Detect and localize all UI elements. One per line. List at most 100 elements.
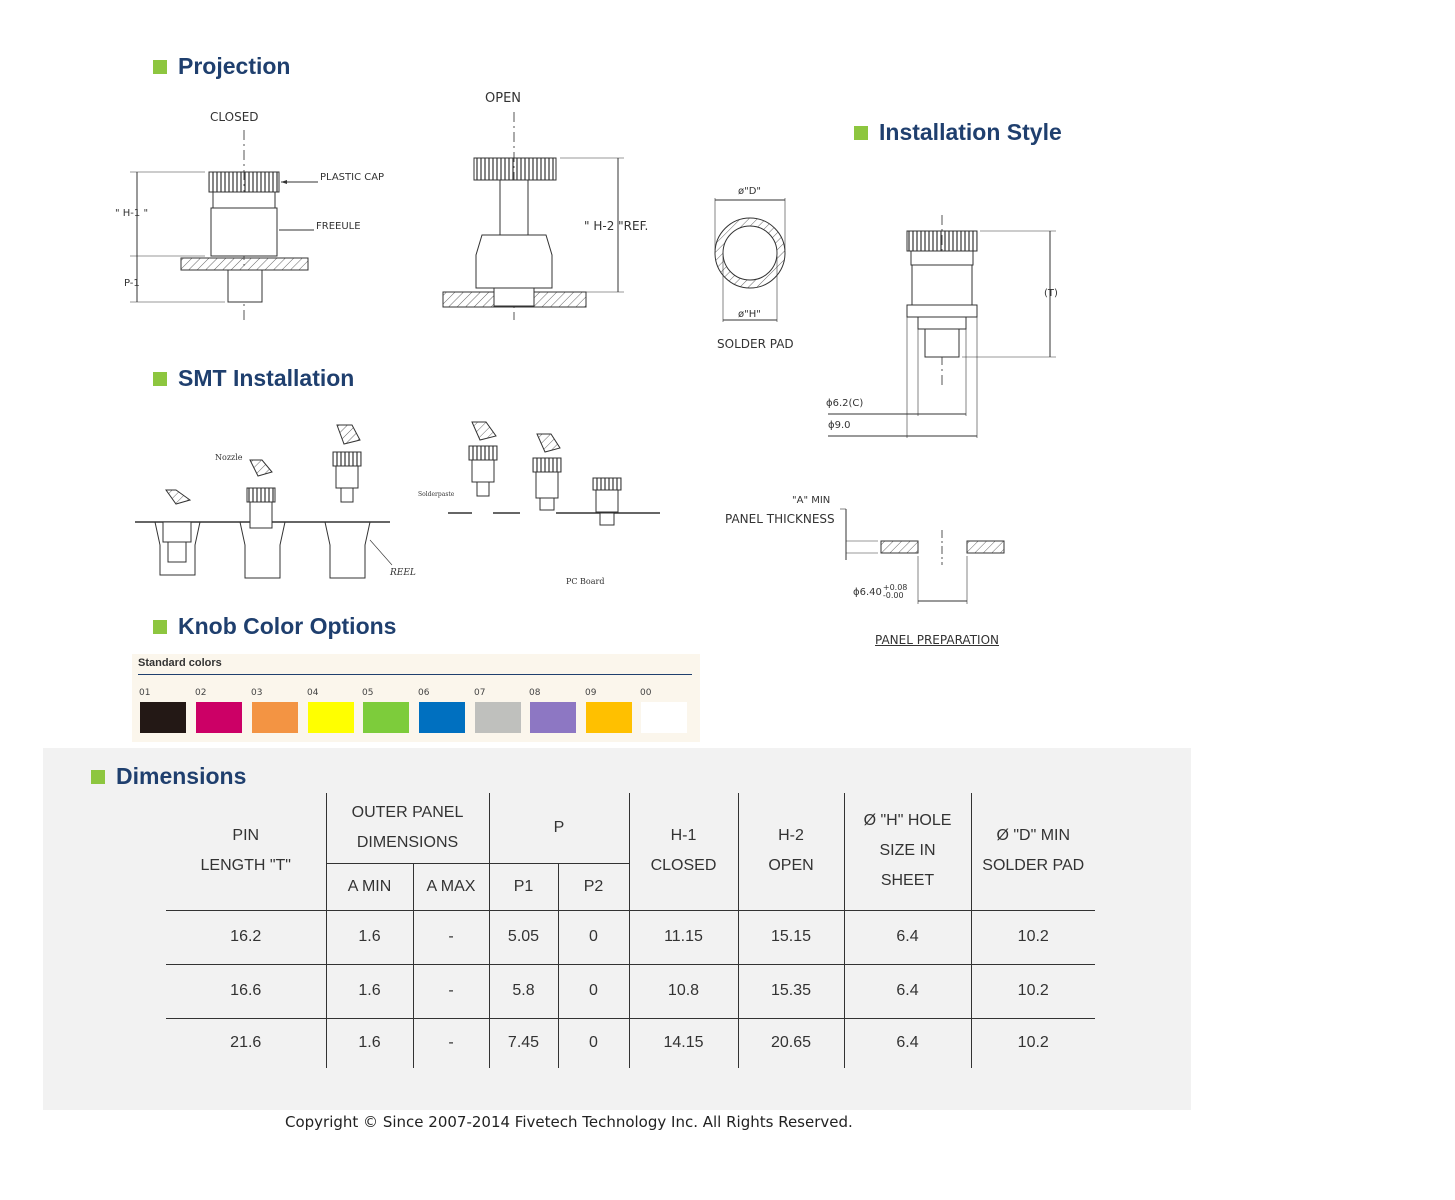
cell-a-max: - [413, 964, 490, 1019]
color-panel: Standard colors 01 02 03 04 05 06 07 08 … [132, 654, 700, 742]
knob-color-options-title-text: Knob Color Options [178, 613, 397, 639]
h1-label: " H-1 " [115, 208, 149, 219]
color-swatch [140, 702, 186, 733]
installation-style-title: Installation Style [854, 119, 1062, 146]
table-row: 16.6 1.6 - 5.8 0 10.8 15.35 6.4 10.2 [166, 964, 1095, 1019]
bullet-square-icon [91, 769, 105, 784]
color-swatch [530, 702, 576, 733]
cell-h1: 14.15 [629, 1018, 739, 1068]
installation-style-title-text: Installation Style [879, 119, 1062, 145]
header-a-max: A MAX [413, 863, 490, 911]
t-label: (T) [1044, 288, 1058, 299]
color-swatch [641, 702, 687, 733]
panel-preparation-drawing [840, 508, 1005, 604]
color-panel-rule [138, 674, 692, 675]
cell-p1: 5.05 [489, 910, 559, 965]
cell-p2: 0 [558, 1018, 630, 1068]
h2-ref-label: " H-2 "REF. [584, 219, 649, 233]
header-outer-panel: OUTER PANEL DIMENSIONS [326, 793, 490, 864]
header-p1: P1 [489, 863, 559, 911]
cell-a-min: 1.6 [326, 964, 414, 1019]
table-row: 21.6 1.6 - 7.45 0 14.15 20.65 6.4 10.2 [166, 1018, 1095, 1068]
swatch-number: 03 [251, 688, 263, 698]
a-min-label: "A" MIN [792, 495, 831, 506]
pc-board-label: PC Board [566, 577, 605, 586]
header-hole-line2: SIZE IN [879, 842, 936, 860]
swatch-number: 00 [640, 688, 652, 698]
color-swatch [196, 702, 242, 733]
h-dia-label: ø"H" [738, 309, 761, 320]
header-h2-line2: OPEN [768, 857, 814, 875]
header-p: P [489, 793, 630, 864]
cell-pin-length: 16.6 [166, 964, 327, 1019]
cell-h1: 10.8 [629, 964, 739, 1019]
swatch-number: 04 [307, 688, 319, 698]
swatch-number: 08 [529, 688, 541, 698]
cell-solder-pad: 10.2 [971, 964, 1095, 1019]
nozzle-label: Nozzle [215, 453, 243, 462]
panel-preparation-label: PANEL PREPARATION [875, 633, 999, 647]
tol-plus: +0.08 [882, 583, 908, 592]
open-view-drawing [442, 112, 624, 320]
panel-thickness-label: PANEL THICKNESS [725, 512, 835, 526]
swatch-number: 07 [474, 688, 486, 698]
color-swatch [308, 702, 354, 733]
cell-p2: 0 [558, 964, 630, 1019]
smt-installation-title: SMT Installation [153, 365, 354, 392]
header-h1-line1: H-1 [670, 827, 697, 845]
color-swatch [252, 702, 298, 733]
swatch-number: 02 [195, 688, 207, 698]
table-row: 16.2 1.6 - 5.05 0 11.15 15.15 6.4 10.2 [166, 910, 1095, 965]
header-h2-line1: H-2 [778, 827, 804, 845]
closed-label: CLOSED [210, 110, 259, 124]
color-swatch [419, 702, 465, 733]
cell-pin-length: 16.2 [166, 910, 327, 965]
tol-minus: -0.00 [882, 591, 904, 600]
cell-p2: 0 [558, 910, 630, 965]
smt-reel-drawing [135, 424, 393, 579]
projection-title: Projection [153, 53, 290, 80]
bullet-square-icon [854, 125, 868, 140]
cell-solder-pad: 10.2 [971, 910, 1095, 965]
cell-hole-size: 6.4 [844, 964, 972, 1019]
installed-fastener-drawing [828, 215, 1056, 438]
color-panel-title: Standard colors [138, 657, 222, 669]
header-p2: P2 [558, 863, 630, 911]
knob-color-options-title: Knob Color Options [153, 613, 396, 640]
closed-view-drawing [130, 130, 318, 320]
cell-solder-pad: 10.2 [1017, 1034, 1049, 1052]
cell-p1: 7.45 [489, 1018, 559, 1068]
open-label: OPEN [485, 91, 522, 106]
color-swatch [363, 702, 409, 733]
p1-label: P-1 [124, 278, 140, 289]
cell-hole-size: 6.4 [844, 1018, 972, 1068]
cell-a-min: 1.6 [326, 910, 414, 965]
bullet-square-icon [153, 371, 167, 386]
plastic-cap-label: PLASTIC CAP [320, 172, 385, 183]
dimensions-title: Dimensions [91, 763, 246, 790]
swatch-number: 05 [362, 688, 374, 698]
cell-h2: 20.65 [738, 1018, 845, 1068]
reel-label: REEL [390, 568, 416, 578]
header-outer-panel-line1: OUTER PANEL [351, 803, 464, 821]
dia-c-label: ϕ6.2(C) [826, 398, 864, 409]
header-pad-line2: SOLDER PAD [982, 857, 1085, 875]
cell-a-min: 1.6 [326, 1018, 414, 1068]
header-outer-panel-line2: DIMENSIONS [356, 833, 459, 851]
swatch-number: 09 [585, 688, 597, 698]
swatch-number: 06 [418, 688, 430, 698]
header-pad-line1: Ø "D" MIN [996, 827, 1071, 845]
cell-p1: 5.8 [489, 964, 559, 1019]
dia-9-label: ϕ9.0 [828, 420, 851, 431]
header-pin-length-line1: PIN [232, 827, 260, 845]
swatch-number: 01 [139, 688, 151, 698]
header-hole-line1: Ø "H" HOLE [863, 812, 952, 830]
cell-a-max: - [413, 910, 490, 965]
header-h1-line2: CLOSED [650, 857, 717, 875]
header-solder-pad: Ø "D" MIN SOLDER PAD [971, 793, 1095, 911]
